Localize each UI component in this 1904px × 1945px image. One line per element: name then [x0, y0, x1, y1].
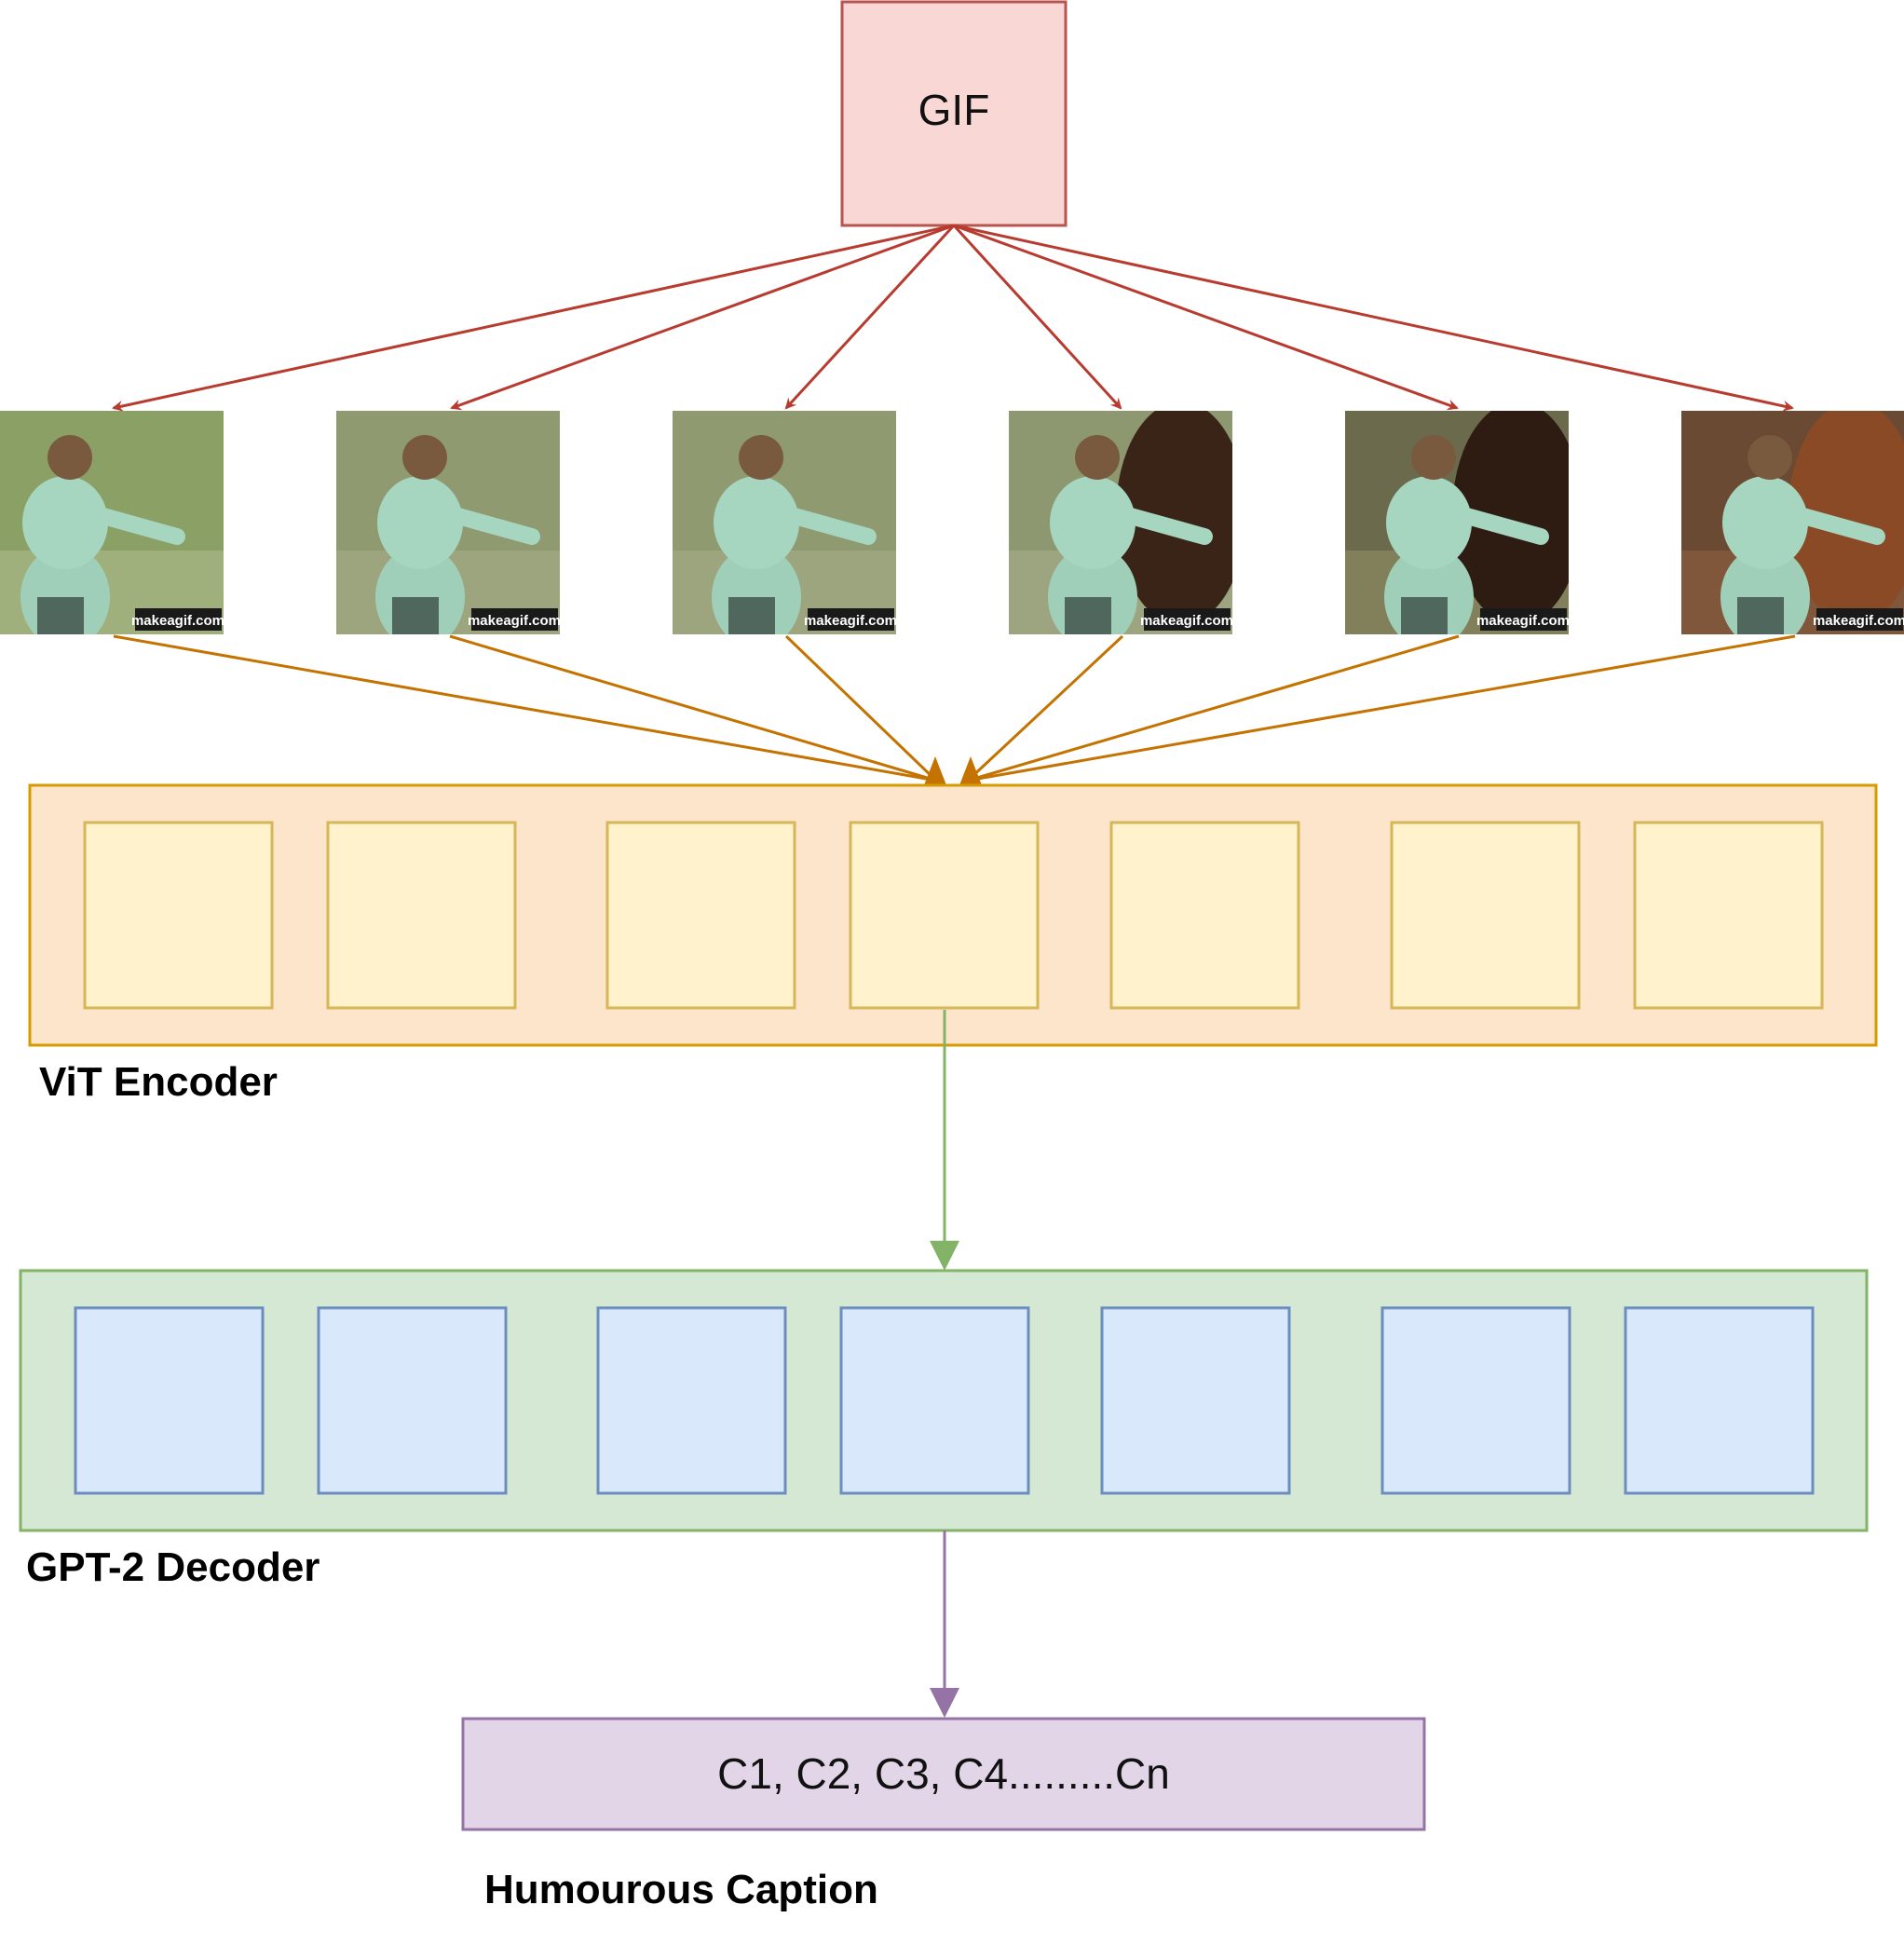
caption-box [461, 1717, 1426, 1831]
gif-to-frame-arrow [784, 224, 956, 410]
frame-thumbnail: makeagif.com [1345, 411, 1570, 634]
gif-to-frames-arrows [112, 224, 1794, 412]
encoder-block [83, 821, 274, 1010]
watermark-badge [1480, 608, 1567, 631]
figure-head [1075, 435, 1120, 480]
frame-to-encoder-arrow [967, 634, 1124, 782]
frame-thumbnail: makeagif.com [336, 411, 561, 634]
encoder-arrowhead [959, 756, 982, 785]
watermark-text: makeagif.com [131, 613, 224, 629]
caption-label: Humourous Caption [484, 1867, 878, 1912]
horse-silhouette [1116, 411, 1232, 625]
encoder-block [849, 821, 1040, 1010]
figure-head [1748, 435, 1792, 480]
watermark-badge [1144, 608, 1231, 631]
watermark-badge [808, 608, 894, 631]
gif-to-frame-arrow [952, 224, 1122, 410]
encoder-block [1390, 821, 1581, 1010]
decoder-block [839, 1306, 1030, 1495]
horse-silhouette [1452, 411, 1569, 625]
figure-head [739, 435, 783, 480]
frame-thumbnail: makeagif.com [1681, 411, 1904, 634]
figure-head [48, 435, 92, 480]
encoder-label: ViT Encoder [39, 1059, 278, 1105]
encoder-block [326, 821, 517, 1010]
figure-head [1411, 435, 1456, 480]
gif-to-frame-arrow [450, 224, 955, 411]
encoder-block [1633, 821, 1824, 1010]
decoder-block [1624, 1306, 1815, 1495]
watermark-text: makeagif.com [1140, 613, 1233, 629]
caption-output: C1, C2, C3, C4.........Cn Humourous Capt… [461, 1717, 1426, 1912]
encoder-arrowhead [924, 756, 946, 785]
gif-to-frame-arrow [953, 224, 1794, 412]
gif-label: GIF [918, 86, 990, 134]
watermark-text: makeagif.com [468, 613, 561, 629]
decoder-block [596, 1306, 787, 1495]
decoder-label: GPT-2 Decoder [26, 1544, 320, 1590]
encoder-blocks [83, 821, 1824, 1010]
watermark-text: makeagif.com [804, 613, 897, 629]
gif-node: GIF [840, 0, 1068, 227]
watermark-text: makeagif.com [1813, 613, 1904, 629]
decoder-to-output-arrow [930, 1530, 959, 1718]
watermark-text: makeagif.com [1476, 613, 1570, 629]
horse-silhouette [1788, 411, 1904, 625]
frame-to-encoder-arrow [784, 634, 937, 782]
frame-to-encoder-arrow [972, 634, 1796, 782]
gpt2-decoder: GPT-2 Decoder [19, 1269, 1869, 1590]
frame-to-encoder-arrow [113, 634, 932, 782]
decoder-block [317, 1306, 508, 1495]
frame-thumbnail: makeagif.com [0, 411, 224, 634]
frame-thumbnail: makeagif.com [673, 411, 897, 634]
encoder-to-decoder-arrow [930, 1010, 959, 1271]
figure-head [402, 435, 447, 480]
gif-to-frame-arrow [112, 224, 955, 412]
frame-to-encoder-arrow [449, 634, 934, 782]
decoder-block [1380, 1306, 1571, 1495]
decoder-blocks [74, 1306, 1815, 1495]
gif-box [840, 0, 1068, 227]
watermark-badge [471, 608, 558, 631]
decoder-block [1100, 1306, 1291, 1495]
frame-to-encoder-arrow [970, 634, 1460, 782]
frame-strip: makeagif.com makeagif.com makeagif.com make… [0, 411, 1904, 634]
watermark-badge [1816, 608, 1903, 631]
gif-to-frame-arrow [953, 224, 1459, 411]
encoder-block [1109, 821, 1300, 1010]
frame-thumbnail: makeagif.com [1009, 411, 1233, 634]
caption-sequence: C1, C2, C3, C4.........Cn [717, 1749, 1170, 1798]
frames-to-encoder-arrows [113, 634, 1796, 785]
encoder-block [605, 821, 796, 1010]
decoder-block [74, 1306, 265, 1495]
vit-encoder: ViT Encoder [28, 783, 1878, 1105]
watermark-badge [135, 608, 222, 631]
